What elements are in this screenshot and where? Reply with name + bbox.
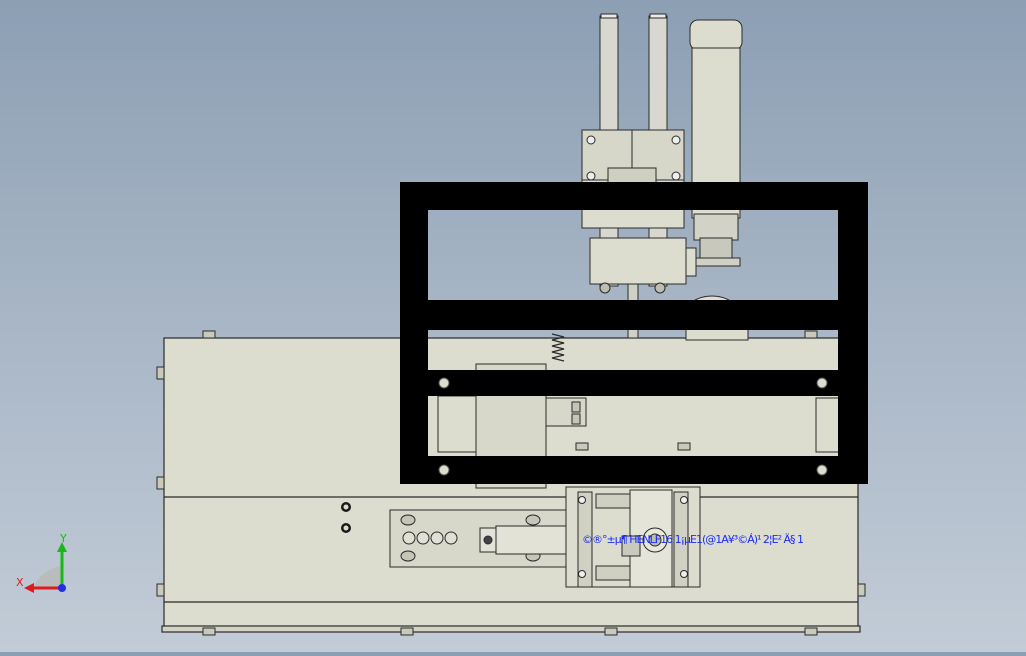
slide-bolts [575, 442, 691, 451]
rod-bracket[interactable] [581, 129, 685, 229]
frame-holes [438, 377, 828, 476]
y-axis-label: Y [60, 532, 67, 545]
view-orientation-icon [24, 542, 67, 593]
stepper-motor[interactable] [687, 19, 743, 267]
lift-block[interactable] [589, 237, 697, 294]
blue-annotation-text: ©®°±µ¶ HENLF16 1¡µE1(@1A¥³©Á)¹ 2¦E² Ä§ 1 [582, 533, 804, 546]
coordinate-triad[interactable]: Y X [14, 530, 84, 600]
outer-frame[interactable] [400, 182, 868, 484]
slide-block-assembly[interactable] [565, 486, 701, 588]
compression-spring [551, 333, 565, 362]
x-axis-label: X [16, 576, 24, 589]
